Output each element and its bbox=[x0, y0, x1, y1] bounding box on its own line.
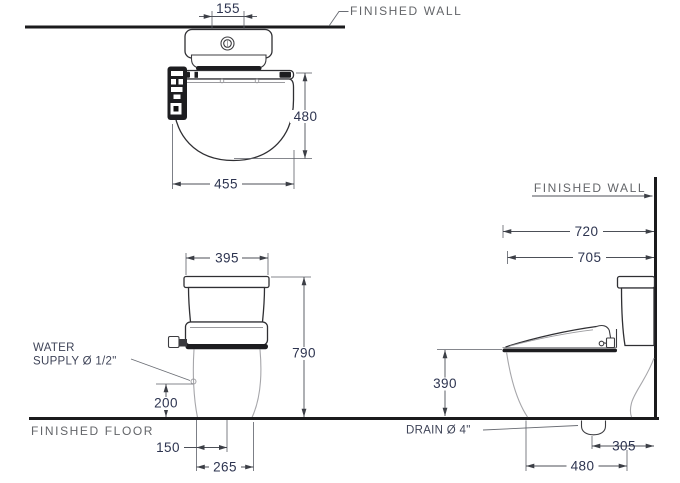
dim-150: 150 bbox=[156, 440, 227, 455]
finished-wall-side-label: FINISHED WALL bbox=[534, 181, 646, 195]
tank-lid-side bbox=[616, 275, 656, 289]
tank-body-side bbox=[620, 287, 655, 347]
hinge-right bbox=[279, 71, 291, 78]
dim-480-top: 480 bbox=[234, 72, 321, 159]
dim-155-value: 155 bbox=[216, 1, 240, 16]
dim-305-value: 305 bbox=[612, 439, 636, 454]
supply-valve bbox=[167, 335, 180, 349]
water-supply-label-line1: WATER bbox=[33, 342, 75, 354]
dim-390-value: 390 bbox=[433, 376, 457, 391]
pedestal-front-edge-side bbox=[505, 351, 528, 418]
pedestal-right-edge bbox=[251, 349, 262, 418]
nozzle-detail-box bbox=[605, 337, 616, 349]
supply-inlet-point bbox=[190, 378, 197, 385]
finished-floor-label: FINISHED FLOOR bbox=[31, 424, 154, 438]
pedestal-rear-cove bbox=[629, 357, 655, 418]
pedestal-left-edge bbox=[192, 349, 199, 418]
supply-valve-connector bbox=[179, 339, 187, 347]
hinge-latch bbox=[194, 71, 198, 78]
dim-265: 265 bbox=[196, 460, 254, 475]
dim-480-side: 480 bbox=[525, 420, 628, 474]
side-view: FINISHED WALL 720 705 bbox=[406, 177, 657, 474]
dim-455: 455 bbox=[172, 124, 295, 192]
dim-720: 720 bbox=[502, 224, 654, 239]
seat-lid-top-view bbox=[172, 78, 295, 162]
remote-control-panel bbox=[167, 66, 187, 120]
dim-480-top-value: 480 bbox=[294, 109, 318, 124]
top-view: 155 bbox=[167, 1, 321, 192]
dim-200-value: 200 bbox=[154, 396, 178, 411]
seat-hinge-bar bbox=[173, 69, 295, 80]
tank-body-front bbox=[187, 286, 266, 323]
drain-label: DRAIN Ø 4" bbox=[406, 425, 471, 437]
side-finished-wall-note: FINISHED WALL bbox=[532, 181, 653, 199]
lid-profile-inner bbox=[509, 329, 594, 347]
drain-note: DRAIN Ø 4" bbox=[406, 425, 579, 437]
wall-leader-top bbox=[328, 11, 349, 27]
dim-390: 390 bbox=[429, 349, 502, 416]
drain-leader bbox=[482, 425, 579, 431]
seat-front bbox=[184, 321, 269, 346]
dim-305: 305 bbox=[591, 436, 654, 454]
dim-790-value: 790 bbox=[292, 346, 316, 361]
dim-705: 705 bbox=[507, 250, 654, 265]
dim-200: 200 bbox=[150, 383, 193, 417]
dim-720-value: 720 bbox=[575, 224, 599, 239]
dim-395-value: 395 bbox=[215, 251, 239, 266]
dim-395: 395 bbox=[185, 251, 269, 275]
finished-floor: FINISHED FLOOR bbox=[29, 417, 659, 438]
dim-265-value: 265 bbox=[213, 460, 237, 475]
flush-button-icon bbox=[220, 36, 235, 51]
dim-790: 790 bbox=[271, 276, 320, 417]
dim-480-side-value: 480 bbox=[571, 459, 595, 474]
front-view: 395 WATER SUPPLY Ø 1/2" 790 bbox=[33, 251, 320, 475]
finished-wall-top-label: FINISHED WALL bbox=[350, 4, 462, 18]
dim-455-value: 455 bbox=[214, 177, 238, 192]
seat-shadow-bar-side bbox=[502, 348, 617, 353]
drain-outlet bbox=[580, 420, 607, 436]
dim-705-value: 705 bbox=[578, 250, 602, 265]
dim-150-value: 150 bbox=[156, 440, 180, 455]
plan-finished-wall: FINISHED WALL bbox=[25, 4, 462, 29]
water-supply-note: WATER SUPPLY Ø 1/2" bbox=[33, 342, 191, 381]
water-supply-label-line2: SUPPLY Ø 1/2" bbox=[33, 356, 117, 368]
seat-shadow-bar-front bbox=[185, 344, 268, 350]
lid-pin-left bbox=[219, 78, 225, 84]
lid-pin-right bbox=[254, 78, 260, 84]
nozzle-detail-circle bbox=[598, 340, 605, 347]
tank-shadow-bar bbox=[196, 66, 262, 71]
water-supply-leader bbox=[130, 358, 191, 381]
tank-lid-front bbox=[183, 275, 270, 289]
